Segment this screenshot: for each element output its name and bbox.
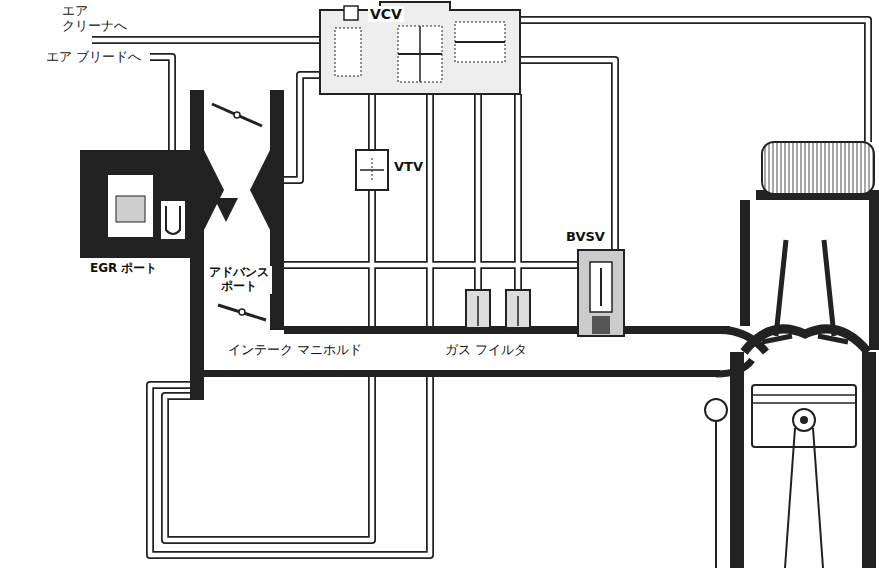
gas-filter-part (517, 296, 519, 326)
engine-part (752, 402, 856, 404)
part-label: BVSV (564, 230, 607, 245)
hoses (92, 20, 868, 555)
engine-part (869, 200, 879, 350)
part-label: ガス フイルタ (443, 343, 529, 358)
part-label: アドバンス ポート (206, 266, 272, 294)
vtv-valve-part (356, 150, 388, 190)
engine-part (800, 416, 808, 424)
gas-filter (466, 290, 530, 328)
engine-part (862, 352, 876, 568)
intake-manifold (190, 326, 766, 377)
vcv-valve-part (344, 6, 358, 20)
bvsv-valve (578, 250, 624, 336)
engine-part (744, 329, 868, 352)
hose-inner (92, 20, 868, 555)
engine-part (762, 336, 792, 342)
gas-filter-part (477, 296, 479, 326)
carburetor-part (212, 104, 262, 126)
vcv-valve-part (455, 41, 505, 43)
bvsv-valve-part (590, 262, 612, 312)
engine-part (818, 336, 848, 342)
part-label: エア ブリードへ (44, 50, 143, 65)
carburetor-part (108, 175, 153, 237)
engine-part (730, 352, 744, 568)
engine-part (762, 142, 874, 194)
carburetor-part (239, 309, 245, 315)
engine-part (705, 399, 727, 421)
vcv-valve-part (398, 26, 442, 82)
bvsv-valve-part (592, 316, 610, 334)
hose-outline (92, 20, 868, 555)
vcv-valve-part (320, 2, 520, 94)
carburetor-part (160, 200, 186, 240)
engine-part (740, 200, 750, 326)
vcv-valve-part (455, 22, 505, 62)
intake-manifold-part (190, 370, 720, 377)
part-label: VCV (368, 6, 404, 22)
carburetor-part (234, 112, 240, 118)
intake-manifold-part (204, 334, 734, 370)
carburetor-part (218, 305, 266, 320)
engine (705, 142, 879, 568)
part-label: VTV (392, 160, 425, 175)
vtv-valve (356, 150, 388, 190)
carburetor-part (250, 150, 270, 230)
bvsv-valve-part (578, 250, 624, 336)
engine-part (752, 385, 856, 447)
part-label: エア クリーナへ (60, 4, 134, 34)
engine-part (752, 394, 856, 396)
carburetor-part (270, 90, 284, 330)
engine-part (776, 240, 786, 336)
carburetor-part (190, 90, 204, 400)
engine-part (715, 421, 717, 568)
carburetor-part (80, 150, 202, 258)
part-label: EGR ポート (88, 262, 159, 276)
engine-part (824, 240, 834, 336)
vcv-valve-part (335, 28, 361, 76)
carburetor-part (204, 150, 224, 230)
part-label: インテーク マニホルド (226, 343, 364, 358)
engine-part (793, 409, 815, 431)
engine-part (785, 428, 823, 568)
vtv-valve-part (372, 158, 373, 182)
gas-filter-part (506, 290, 530, 328)
carburetor-part (166, 206, 180, 234)
bvsv-valve-part (600, 268, 602, 306)
vcv-valve (320, 2, 520, 94)
vcv-valve-part (419, 26, 421, 82)
carburetor-part (214, 198, 238, 222)
gas-filter-part (466, 290, 490, 328)
carburetor-part (202, 90, 270, 330)
carburetor-part (116, 196, 145, 222)
